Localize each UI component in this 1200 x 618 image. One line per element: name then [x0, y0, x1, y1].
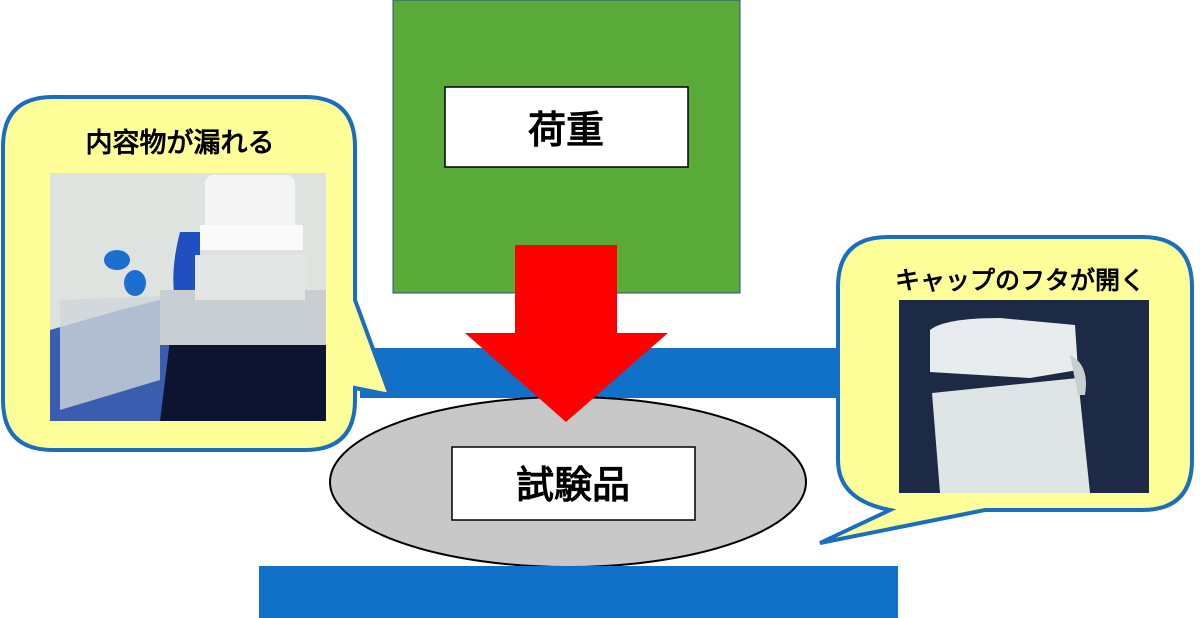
specimen-label: 試験品 — [516, 463, 630, 507]
load-label-box — [444, 86, 689, 168]
callout-right-title: キャップのフタが開く — [895, 266, 1145, 295]
load-label: 荷重 — [528, 108, 604, 152]
opened-cap-photo — [899, 300, 1149, 493]
specimen-label-box — [451, 446, 696, 521]
callout-left-title: 内容物が漏れる — [86, 127, 275, 159]
leaking-pouch-photo — [50, 173, 326, 421]
down-arrow-icon — [465, 245, 668, 422]
bottom-plate — [259, 566, 898, 618]
